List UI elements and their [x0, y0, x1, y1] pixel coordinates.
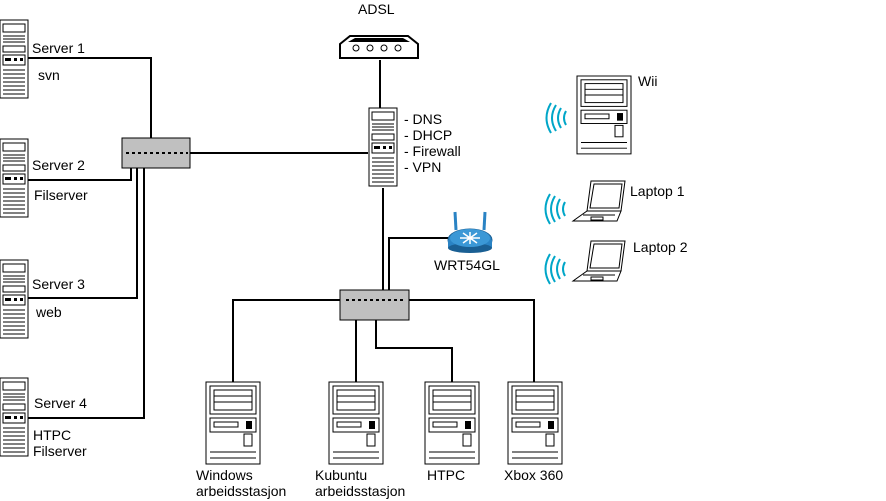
- server-tower-icon: [368, 107, 398, 187]
- server-tower-icon: [0, 19, 29, 99]
- switch-icon: [339, 289, 410, 321]
- adsl-modem: ADSL: [339, 1, 419, 59]
- wii-console: Wii: [545, 73, 657, 155]
- client-label: HTPC: [427, 467, 465, 483]
- server-4: Server 4 HTPC Filserver: [0, 377, 87, 459]
- desktop-computer-icon: [576, 75, 632, 155]
- cable-htpc: [375, 320, 453, 382]
- adsl-modem-icon: [339, 35, 419, 59]
- desktop-computer-icon: [507, 381, 563, 465]
- server-tower-icon: [0, 138, 29, 218]
- cable-xbox: [408, 299, 535, 382]
- wireless-router-icon: [447, 211, 493, 253]
- xbox-360: Xbox 360: [504, 381, 563, 483]
- wii-label: Wii: [638, 73, 657, 89]
- laptop-2: Laptop 2: [544, 239, 688, 285]
- firewall-server: - DNS - DHCP - Firewall - VPN: [368, 107, 461, 187]
- cable-server4: [28, 155, 145, 419]
- desktop-computer-icon: [205, 381, 261, 465]
- lan-switch: [339, 289, 410, 321]
- laptop-label: Laptop 1: [630, 183, 685, 199]
- firewall-role: - DHCP: [404, 127, 452, 143]
- server-tower-icon: [0, 259, 29, 339]
- server-1: Server 1 svn: [0, 19, 85, 99]
- wifi-signal-icon: [545, 102, 567, 134]
- kubuntu-workstation: Kubuntu arbeidsstasjon: [315, 381, 405, 499]
- wifi-signal-icon: [544, 193, 566, 225]
- client-label: arbeidsstasjon: [196, 483, 286, 499]
- firewall-role: - DNS: [404, 111, 442, 127]
- cable-server3: [28, 155, 138, 299]
- desktop-computer-icon: [424, 381, 480, 465]
- laptop-icon: [572, 240, 626, 282]
- cable-router: [388, 237, 455, 290]
- adsl-label: ADSL: [358, 1, 395, 17]
- server-name: Server 3: [32, 276, 85, 292]
- server-2: Server 2 Filserver: [0, 138, 88, 218]
- server-name: Server 1: [32, 40, 85, 56]
- cable-server1: [28, 57, 152, 138]
- server-name: Server 4: [34, 395, 87, 411]
- windows-workstation: Windows arbeidsstasjon: [196, 381, 286, 499]
- firewall-role: - Firewall: [404, 143, 461, 159]
- client-label: Windows: [196, 467, 253, 483]
- server-switch: [121, 137, 191, 169]
- server-role: svn: [38, 67, 60, 83]
- cables: [28, 57, 535, 419]
- firewall-role: - VPN: [404, 159, 441, 175]
- server-role: Filserver: [33, 443, 87, 459]
- wireless-router: WRT54GL: [434, 211, 500, 273]
- server-role: web: [35, 304, 62, 320]
- desktop-computer-icon: [328, 381, 384, 465]
- wifi-signal-icon: [544, 253, 566, 285]
- server-role: HTPC: [33, 427, 71, 443]
- server-name: Server 2: [32, 157, 85, 173]
- cable-windows: [232, 299, 346, 382]
- laptop-1: Laptop 1: [544, 180, 685, 225]
- laptop-icon: [572, 180, 626, 222]
- client-label: arbeidsstasjon: [315, 483, 405, 499]
- client-label: Xbox 360: [504, 467, 563, 483]
- htpc: HTPC: [424, 381, 480, 483]
- server-tower-icon: [0, 377, 29, 457]
- router-label: WRT54GL: [434, 257, 500, 273]
- server-role: Filserver: [34, 187, 88, 203]
- server-3: Server 3 web: [0, 259, 85, 339]
- laptop-label: Laptop 2: [633, 239, 688, 255]
- client-label: Kubuntu: [315, 467, 367, 483]
